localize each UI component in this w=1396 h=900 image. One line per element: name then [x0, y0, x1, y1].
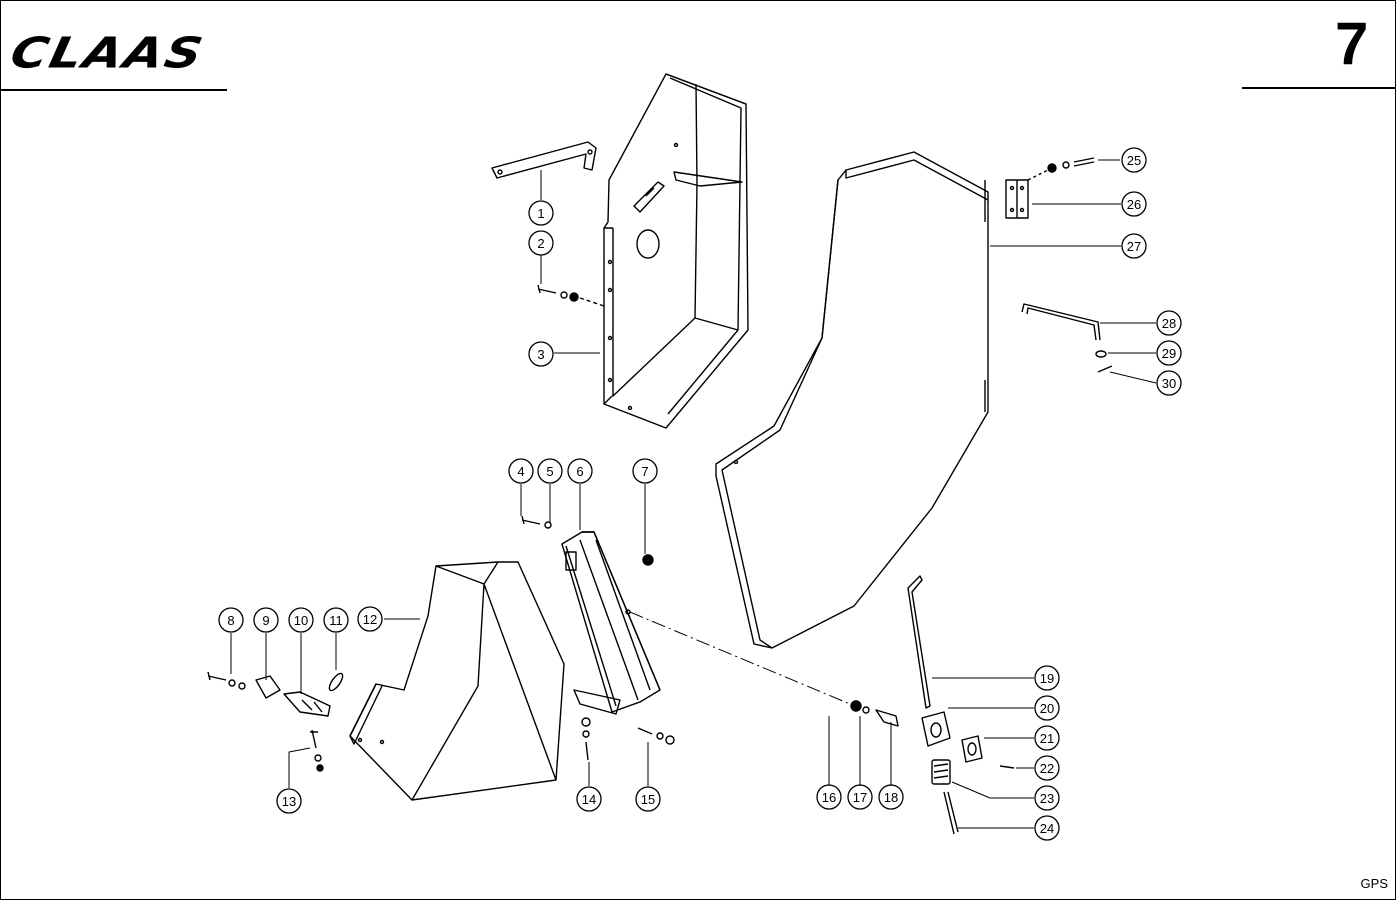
svg-text:12: 12 [363, 612, 377, 627]
part-2-bolt-set [537, 284, 605, 307]
svg-text:30: 30 [1162, 376, 1176, 391]
svg-text:9: 9 [262, 613, 269, 628]
callout-3: 3 [528, 341, 554, 367]
callout-13: 13 [276, 788, 302, 814]
callout-1: 1 [528, 200, 554, 226]
part-8-13-latch [207, 671, 344, 772]
part-25-26-hinge [1005, 157, 1095, 219]
svg-text:26: 26 [1127, 197, 1141, 212]
callout-2: 2 [528, 230, 554, 256]
svg-text:1: 1 [537, 206, 544, 221]
callout-10: 10 [288, 607, 314, 633]
part-14-15-fasteners [581, 717, 675, 761]
svg-text:8: 8 [227, 613, 234, 628]
part-6-channel [561, 531, 661, 715]
callout-5: 5 [537, 458, 563, 484]
svg-text:6: 6 [576, 464, 583, 479]
svg-text:16: 16 [822, 790, 836, 805]
svg-text:10: 10 [294, 613, 308, 628]
callout-14: 14 [576, 786, 602, 812]
svg-text:25: 25 [1127, 153, 1141, 168]
svg-text:23: 23 [1040, 791, 1054, 806]
svg-text:21: 21 [1040, 731, 1054, 746]
callout-4: 4 [508, 458, 534, 484]
callout-7: 7 [632, 458, 658, 484]
header-rule-right [1242, 87, 1396, 89]
svg-text:5: 5 [546, 464, 553, 479]
svg-text:18: 18 [884, 790, 898, 805]
footer-code: GPS [1360, 876, 1388, 891]
callout-8: 8 [218, 607, 244, 633]
svg-text:19: 19 [1040, 671, 1054, 686]
callout-25: 25 [1121, 147, 1147, 173]
part-12-lower-guard [349, 561, 565, 801]
part-27-side-panel [715, 151, 989, 649]
svg-text:2: 2 [537, 236, 544, 251]
part-16-18-fasteners [629, 611, 899, 727]
callout-23: 23 [1034, 785, 1060, 811]
svg-text:11: 11 [329, 613, 343, 628]
callout-27: 27 [1121, 233, 1147, 259]
callout-20: 20 [1034, 695, 1060, 721]
part-4-5-7-hardware [521, 515, 654, 566]
callout-21: 21 [1034, 725, 1060, 751]
callout-19: 19 [1034, 665, 1060, 691]
part-1-bracket [491, 141, 597, 179]
svg-text:3: 3 [537, 347, 544, 362]
svg-text:20: 20 [1040, 701, 1054, 716]
svg-text:29: 29 [1162, 346, 1176, 361]
callout-11: 11 [323, 607, 349, 633]
callout-16: 16 [816, 784, 842, 810]
callout-29: 29 [1156, 340, 1182, 366]
svg-text:17: 17 [853, 790, 867, 805]
svg-text:13: 13 [282, 794, 296, 809]
svg-text:14: 14 [582, 792, 596, 807]
callout-6: 6 [567, 458, 593, 484]
callout-24: 24 [1034, 815, 1060, 841]
callout-22: 22 [1034, 755, 1060, 781]
callout-30: 30 [1156, 370, 1182, 396]
callout-26: 26 [1121, 191, 1147, 217]
svg-text:24: 24 [1040, 821, 1054, 836]
svg-text:27: 27 [1127, 239, 1141, 254]
svg-text:22: 22 [1040, 761, 1054, 776]
svg-text:28: 28 [1162, 316, 1176, 331]
part-3-upper-guard [603, 73, 749, 429]
callouts: 1 2 3 4 5 6 7 8 9 10 11 12 13 14 15 16 1… [218, 147, 1182, 841]
callout-17: 17 [847, 784, 873, 810]
callout-28: 28 [1156, 310, 1182, 336]
leader-lines [230, 159, 1157, 829]
callout-12: 12 [357, 606, 383, 632]
callout-18: 18 [878, 784, 904, 810]
svg-text:15: 15 [641, 792, 655, 807]
part-28-30-rod [1021, 303, 1113, 373]
part-19-24-rod-assembly [907, 575, 1015, 835]
callout-15: 15 [635, 786, 661, 812]
callout-9: 9 [253, 607, 279, 633]
svg-text:4: 4 [517, 464, 524, 479]
header-rule-left [0, 89, 227, 91]
page-number: 7 [1335, 10, 1369, 77]
svg-text:7: 7 [641, 464, 648, 479]
